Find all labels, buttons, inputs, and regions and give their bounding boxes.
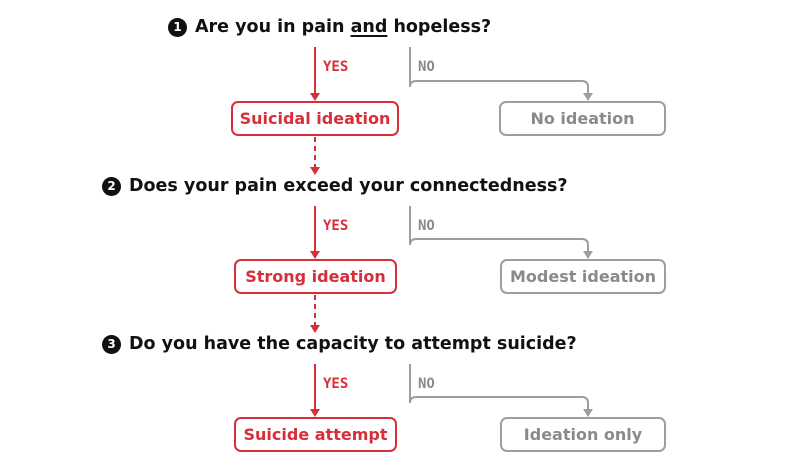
question-part-1: hopeless? — [387, 17, 492, 37]
yes-label-1: YES — [323, 59, 349, 75]
no-arrowhead-3 — [583, 409, 593, 417]
yes-arrowhead-1 — [310, 93, 320, 101]
question-text-3: Do you have the capacity to attempt suic… — [129, 334, 577, 354]
no-label-2: NO — [418, 218, 435, 234]
no-path-2 — [409, 206, 589, 251]
yes-arrowhead-2 — [310, 251, 320, 259]
question-text-2: Does your pain exceed your connectedness… — [129, 176, 568, 196]
yes-outcome-box-2: Strong ideation — [234, 259, 397, 294]
yes-outcome-box-3: Suicide attempt — [234, 417, 397, 452]
yes-label-2: YES — [323, 218, 349, 234]
question-2: 2 Does your pain exceed your connectednes… — [102, 176, 568, 196]
question-text-1: Are you in pain and hopeless? — [195, 17, 491, 37]
question-part-2: Does your pain exceed your connectedness… — [129, 176, 568, 196]
step-number-badge-1: 1 — [168, 17, 187, 37]
no-arrowhead-1 — [583, 93, 593, 101]
no-label-1: NO — [418, 59, 435, 75]
yes-outcome-box-1: Suicidal ideation — [231, 101, 399, 136]
no-path-1 — [409, 47, 589, 93]
question-emphasis-1: and — [350, 17, 388, 37]
question-part-3: Do you have the capacity to attempt suic… — [129, 334, 577, 354]
no-outcome-box-1: No ideation — [499, 101, 666, 136]
no-outcome-box-2: Modest ideation — [500, 259, 666, 294]
question-1: 1 Are you in pain and hopeless? — [168, 17, 491, 37]
no-outcome-box-3: Ideation only — [500, 417, 666, 452]
yes-arrowhead-3 — [310, 409, 320, 417]
no-label-3: NO — [418, 376, 435, 392]
step-number-badge-3: 3 — [102, 334, 121, 354]
yes-label-3: YES — [323, 376, 349, 392]
step-number-badge-2: 2 — [102, 176, 121, 196]
dashed-arrowhead-1 — [310, 167, 320, 175]
no-arrowhead-2 — [583, 251, 593, 259]
no-path-3 — [409, 364, 589, 409]
dashed-arrowhead-2 — [310, 325, 320, 333]
question-part-1: Are you in pain — [195, 17, 351, 37]
question-3: 3 Do you have the capacity to attempt sui… — [102, 334, 577, 354]
